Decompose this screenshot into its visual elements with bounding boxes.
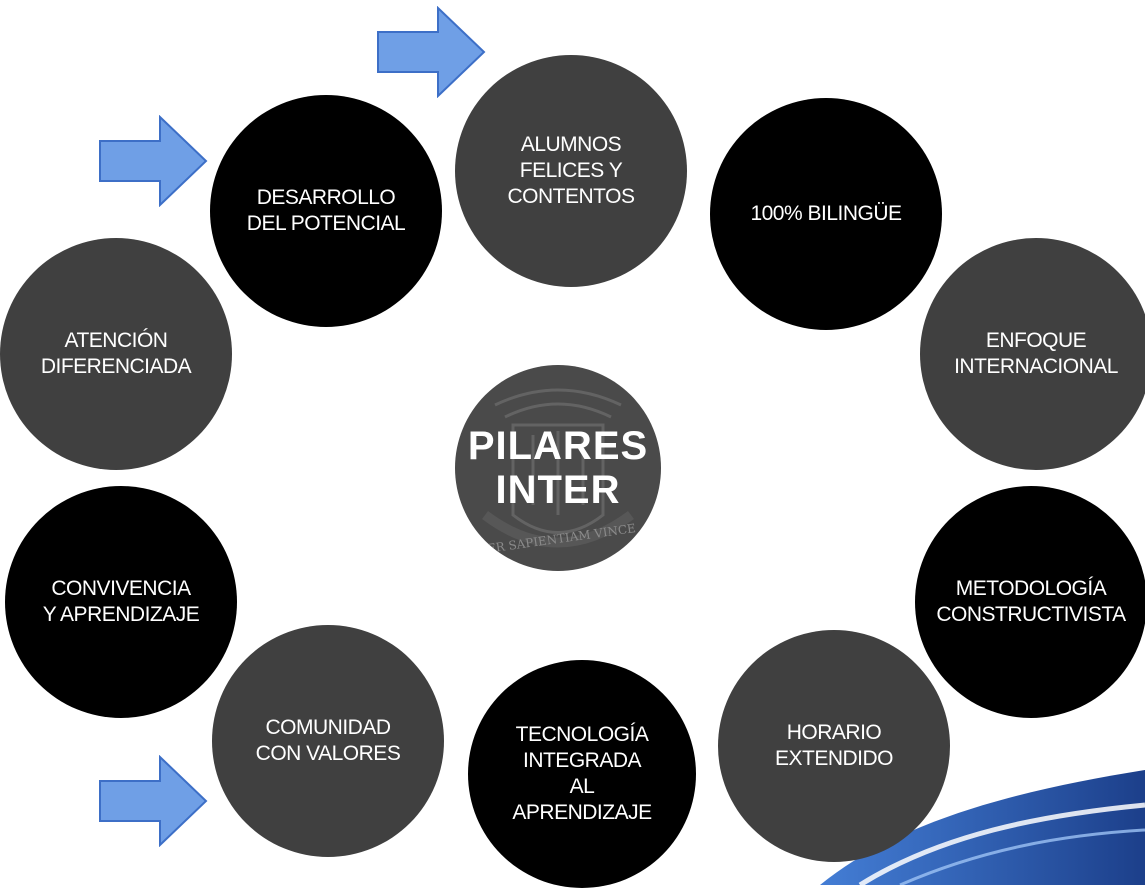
center-title-line2: INTER	[495, 468, 621, 512]
crest-emblem: PER SAPIENTIAM VINCE	[478, 388, 637, 557]
pillar-label: CONVIVENCIA Y APRENDIZAJE	[42, 577, 200, 626]
pillar-horario: HORARIO EXTENDIDO	[718, 630, 950, 862]
pillar-label: METODOLOGÍA CONSTRUCTIVISTA	[936, 577, 1126, 626]
pillar-label: COMUNIDAD CON VALORES	[255, 716, 401, 765]
pillar-label: DESARROLLO DEL POTENCIAL	[246, 186, 406, 235]
right-arrow-icon	[99, 755, 208, 847]
pillar-enfoque: ENFOQUE INTERNACIONAL	[920, 238, 1145, 470]
pillar-label: 100% BILINGÜE	[750, 202, 902, 225]
pillar-atencion: ATENCIÓN DIFERENCIADA	[0, 238, 232, 470]
right-arrow-icon	[99, 115, 208, 207]
pillar-label: ENFOQUE INTERNACIONAL	[954, 329, 1118, 378]
pillar-label: ATENCIÓN DIFERENCIADA	[40, 329, 192, 378]
pillar-comunidad: COMUNIDAD CON VALORES	[212, 625, 444, 857]
pillar-convivencia: CONVIVENCIA Y APRENDIZAJE	[5, 486, 237, 718]
pillar-alumnos: ALUMNOS FELICES Y CONTENTOS	[455, 55, 687, 287]
center-pillars-inter: PER SAPIENTIAM VINCE PILARES INTER	[455, 365, 661, 571]
pillar-metodologia: METODOLOGÍA CONSTRUCTIVISTA	[915, 486, 1145, 718]
center-title-line1: PILARES	[467, 424, 649, 468]
pillar-label: TECNOLOGÍA INTEGRADA AL APRENDIZAJE	[512, 723, 652, 824]
pillar-label: ALUMNOS FELICES Y CONTENTOS	[507, 133, 635, 208]
right-arrow-icon	[377, 6, 486, 98]
pillar-tecnologia: TECNOLOGÍA INTEGRADA AL APRENDIZAJE	[468, 660, 696, 888]
pillar-label: HORARIO EXTENDIDO	[774, 721, 894, 770]
pillar-bilingue: 100% BILINGÜE	[710, 98, 942, 330]
pillar-desarrollo: DESARROLLO DEL POTENCIAL	[210, 95, 442, 327]
